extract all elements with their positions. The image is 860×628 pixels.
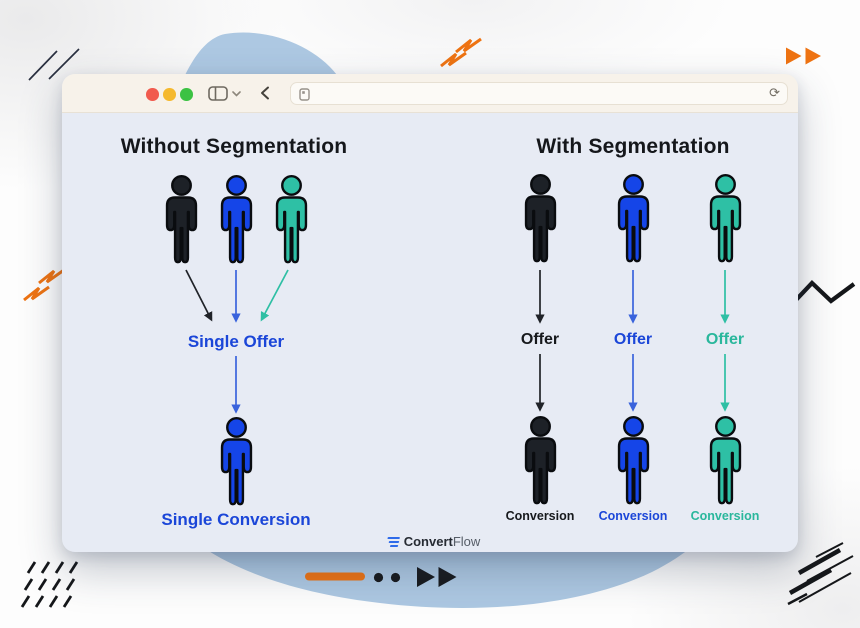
- sidebar-menu-button[interactable]: [232, 91, 241, 97]
- back-button[interactable]: [258, 85, 271, 101]
- offer-label-2: Offer: [613, 331, 653, 348]
- reload-button[interactable]: ⟳: [769, 85, 780, 100]
- carousel-bar: [305, 572, 365, 581]
- person-icon-teal: [709, 174, 741, 263]
- single-offer-label: Single Offer: [187, 332, 285, 351]
- with-segmentation-title: With Segmentation: [536, 135, 730, 158]
- conversion-label-1: Conversion: [505, 509, 575, 523]
- person-icon-black-conversion: [524, 416, 556, 505]
- address-bar[interactable]: ⟳: [290, 82, 788, 105]
- carousel-dots: [373, 572, 401, 583]
- page-icon: [299, 88, 310, 101]
- minimize-button[interactable]: [163, 88, 176, 101]
- page-content: Without Segmentation With Segmentation: [62, 113, 798, 552]
- convertflow-logo-icon: [387, 536, 400, 547]
- offer-label-3: Offer: [705, 331, 745, 348]
- conversion-label-2: Conversion: [598, 509, 668, 523]
- hatch-marks-bottom-right: [787, 542, 854, 606]
- browser-window: ⟳ Without Segmentation With Segmentation: [62, 74, 798, 552]
- logo-text-light: Flow: [452, 534, 481, 549]
- arrow-black-to-single-offer: [185, 269, 213, 322]
- logo-text-bold: Convert: [403, 534, 453, 549]
- zoom-button[interactable]: [180, 88, 193, 101]
- single-conversion-label: Single Conversion: [161, 510, 311, 529]
- sidebar-toggle-button[interactable]: [208, 86, 228, 101]
- person-icon-black: [165, 175, 197, 264]
- zigzag-wave-right-icon: [793, 280, 856, 304]
- hatch-marks-bottom-left: [20, 561, 79, 608]
- person-icon-blue: [220, 175, 252, 264]
- chevron-down-icon: [232, 91, 241, 97]
- close-button[interactable]: [146, 88, 159, 101]
- zigzag-orange-left-icon: [23, 268, 65, 302]
- person-icon-blue-conversion: [617, 416, 649, 505]
- person-icon-black: [524, 174, 556, 263]
- fast-forward-orange-icon: [786, 47, 821, 65]
- without-segmentation-title: Without Segmentation: [120, 135, 348, 158]
- fast-forward-black-icon: [417, 567, 457, 587]
- person-icon-blue: [617, 174, 649, 263]
- chevron-left-icon: [261, 86, 269, 100]
- person-icon-teal: [275, 175, 307, 264]
- person-icon-teal-conversion: [709, 416, 741, 505]
- zigzag-orange-top-icon: [440, 37, 482, 68]
- conversion-label-3: Conversion: [690, 509, 760, 523]
- offer-label-1: Offer: [520, 331, 560, 348]
- person-icon-blue-conversion: [220, 417, 252, 506]
- sidebar-icon: [208, 86, 228, 101]
- browser-toolbar: ⟳: [62, 74, 798, 113]
- arrow-teal-to-single-offer: [260, 269, 289, 322]
